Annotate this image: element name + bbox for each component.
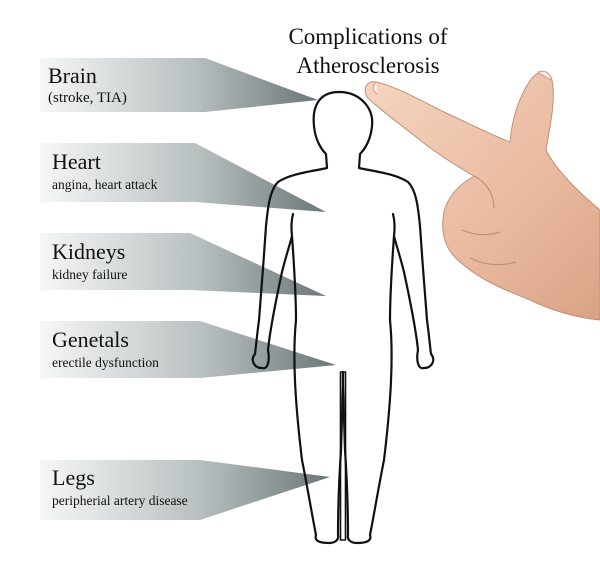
callout-genitals-desc: erectile dysfunction: [52, 355, 159, 370]
title-line-1: Complications of: [288, 24, 448, 49]
title-line-2: Atherosclerosis: [296, 53, 440, 78]
pointing-hand-icon: [364, 70, 600, 321]
callout-heart-desc: angina, heart attack: [52, 177, 158, 192]
wedge-heart: [40, 143, 326, 212]
wedge-brain: [40, 58, 318, 112]
callout-heart: Heart angina, heart attack: [52, 150, 157, 193]
callout-genitals: Genetals erectile dysfunction: [52, 328, 159, 371]
callout-brain-desc: (stroke, TIA): [48, 90, 127, 106]
callout-genitals-name: Genetals: [52, 327, 129, 352]
callout-heart-name: Heart: [52, 149, 101, 174]
wedge-kidneys: [40, 233, 326, 296]
callout-kidneys: Kidneys kidney failure: [52, 240, 127, 283]
callout-brain-name: Brain: [48, 63, 97, 88]
callout-legs: Legs peripherial artery disease: [52, 466, 188, 509]
callout-kidneys-name: Kidneys: [52, 239, 126, 264]
callout-brain: Brain (stroke, TIA): [48, 64, 127, 107]
callout-kidneys-desc: kidney failure: [52, 267, 128, 282]
human-body-outline-icon: [251, 90, 435, 545]
callout-legs-name: Legs: [52, 465, 95, 490]
diagram-title: Complications of Atherosclerosis: [258, 22, 478, 80]
wedge-legs: [40, 460, 330, 520]
callout-legs-desc: peripherial artery disease: [52, 493, 188, 508]
wedge-genitals: [40, 321, 336, 378]
callout-wedges: [40, 58, 336, 520]
